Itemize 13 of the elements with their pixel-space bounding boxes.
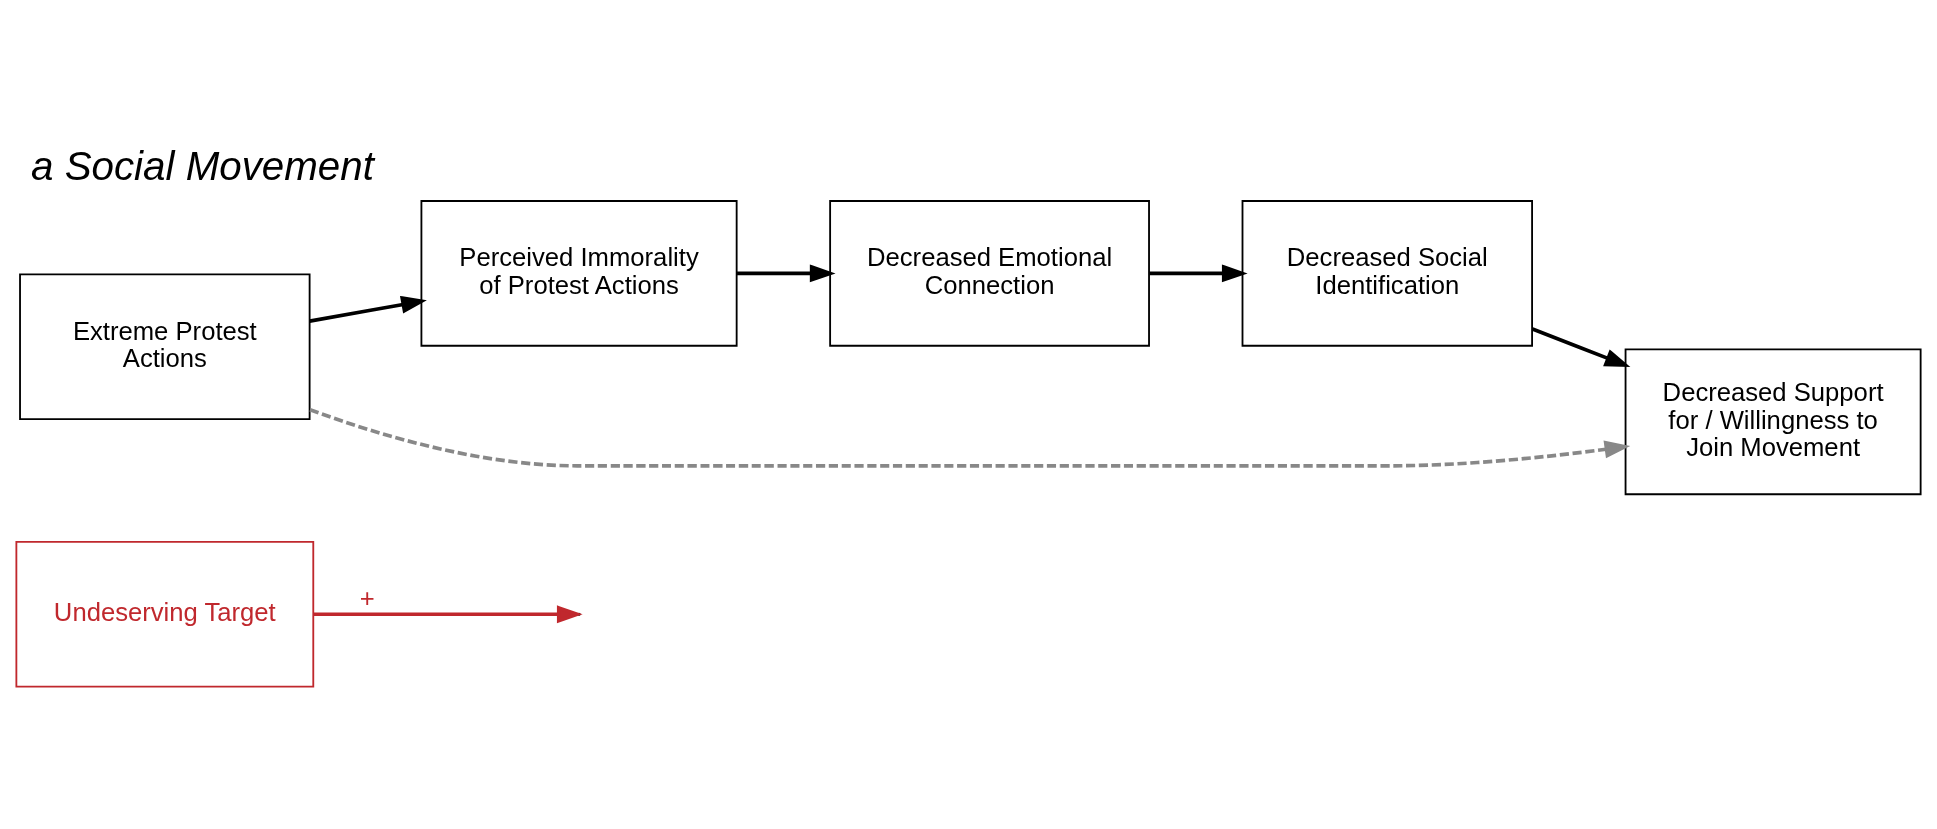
diagram-title: a Social Movement — [31, 143, 374, 190]
node-box: Extreme Protest Actions — [19, 273, 311, 420]
node-box: Decreased Support for / Willingness to Join Movement — [1624, 348, 1922, 496]
arrow — [309, 408, 1631, 468]
node-box: Undeserving Target — [15, 540, 315, 688]
node-box: Perceived Immorality of Protest Actions — [420, 200, 738, 347]
arrow — [1149, 264, 1248, 283]
node-box: Decreased Emotional Connection — [829, 200, 1150, 347]
arrow — [1531, 327, 1631, 368]
edge-label: + — [359, 584, 375, 613]
node-box: Decreased Social Identification — [1241, 200, 1533, 347]
arrow — [309, 295, 427, 323]
arrow — [737, 264, 836, 283]
